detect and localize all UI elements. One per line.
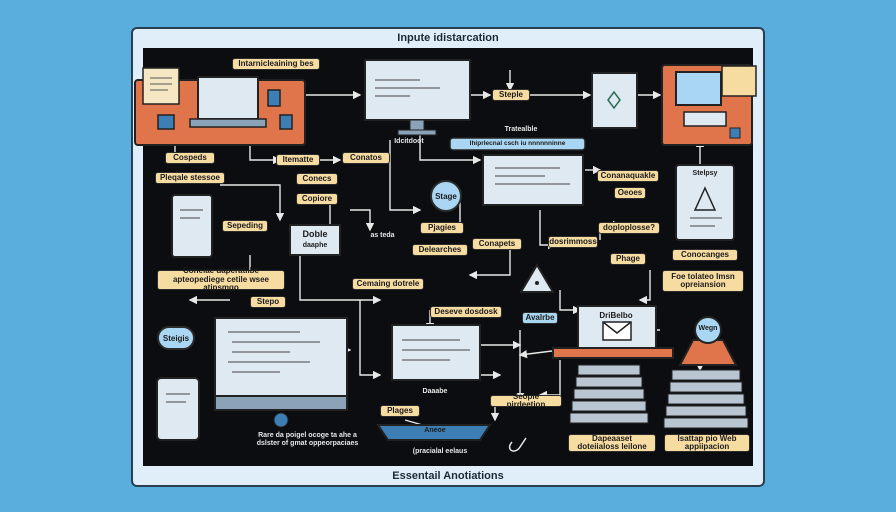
label-oeoes: Oeoes (614, 187, 646, 199)
label-idctdoot: Idcitdoot (394, 138, 424, 145)
tablet-icon (171, 194, 213, 258)
label-interpersonal-bar: Ihiprlecnal csch iu nnnnnninne (469, 140, 566, 147)
diagram-caption: Essentail Anotiations (392, 470, 504, 482)
label-atese: Aneoe (424, 427, 446, 434)
map-pin-icon (678, 316, 738, 366)
label-coneos: Conecs (296, 173, 338, 185)
label-copiee: Copiore (296, 193, 338, 205)
label-ateda: as teda (370, 232, 395, 239)
label-console-deployments: Conelae daperatiibe apteopediege cetile … (157, 267, 285, 292)
label-stelpsy: Stelpsy (692, 170, 718, 177)
label-deployment: Dapeaaset doteiialoss leilone (568, 434, 656, 452)
desk-laptop-icon (134, 67, 306, 146)
label-cemeing: Cemaing dotrele (352, 278, 424, 290)
server-stack-icon (663, 369, 749, 429)
label-conapets: Conapets (472, 238, 522, 250)
label-cononscplaie: Conanaquakle (597, 170, 659, 182)
label-foe-tolateo: Foe tolateo Imsn opreiansion (662, 270, 744, 292)
label-plages: Plages (380, 405, 420, 417)
label-itematte: Itematte (276, 154, 320, 166)
diagram-title: Inpute idistarcation (397, 32, 499, 44)
diagram-tablet-icon (675, 164, 735, 241)
laptop-icon (376, 324, 492, 441)
email-monitor-icon (552, 305, 674, 359)
label-doble: Doble (302, 229, 328, 239)
label-trateole: Tratealble (504, 126, 538, 133)
monitor-icon (591, 72, 638, 129)
label-doplopbesse: doploplosse? (598, 222, 660, 234)
server-stack-icon (569, 364, 649, 424)
label-intermediate: Intarnicleaining bes (232, 58, 320, 70)
label-avrable: Avalrbe (522, 312, 558, 324)
label-phage: Phage (610, 253, 646, 265)
label-dosimmoss: dosrimmoss (548, 236, 598, 248)
monitor-icon (482, 154, 584, 206)
label-piaquie: Pleqale stessoe (155, 172, 225, 184)
label-webap: Wegn (698, 325, 718, 332)
label-conatos: Conatos (342, 152, 390, 164)
label-steple: Steple (492, 89, 530, 101)
phone-icon (156, 377, 200, 441)
label-dritebio: DriBelbo (599, 311, 633, 320)
label-cospeds: Cospeds (165, 152, 215, 164)
label-stage: Stage (430, 180, 462, 212)
label-deleaches: Delearches (412, 244, 468, 256)
label-steigis: Steigis (157, 326, 195, 350)
label-pjagies: Pjagies (420, 222, 464, 234)
monitor-icon (214, 317, 348, 428)
label-conocanges: Conocanges (672, 249, 738, 261)
label-sepeie-pdeetion: Seopie pirdeetion (490, 392, 562, 409)
label-web-application: Isattap pio Web appiipacion (664, 434, 750, 452)
pyramid-warning-icon (519, 263, 555, 293)
label-sepeding: Sepeding (222, 220, 268, 232)
monitor-icon (364, 59, 471, 136)
label-stepo: Stepo (250, 296, 286, 308)
label-spreadal: (pracialal eelaus (412, 448, 468, 455)
paperclip-icon (508, 437, 527, 452)
label-doble-sub: daaphe (302, 242, 328, 249)
label-desecee-dock: Deseve dosdosk (430, 306, 502, 318)
label-daaabe: Daaabe (422, 388, 448, 395)
label-bottom-note: Rare da poigel ocoge ta ahe a dslster of… (256, 432, 359, 447)
desk-workstation-icon (661, 64, 757, 146)
